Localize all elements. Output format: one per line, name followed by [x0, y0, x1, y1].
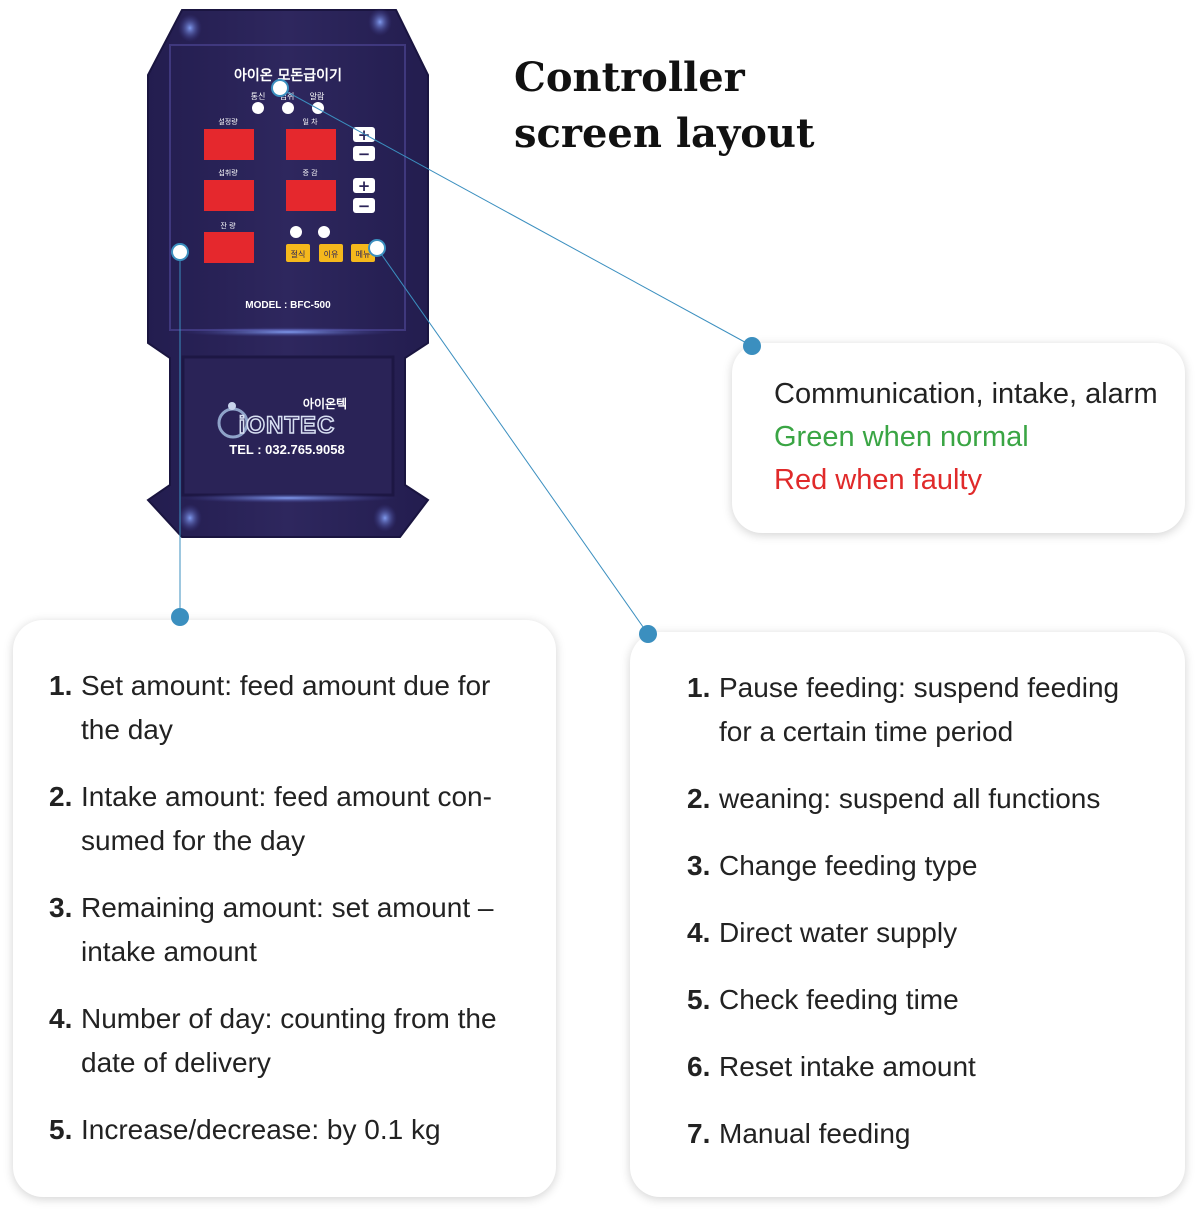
led-indicator-icon	[318, 226, 330, 238]
connector-dot-icon	[271, 79, 289, 97]
glow-mid-band	[178, 327, 398, 337]
indicator-label-alarm: 알람	[310, 91, 325, 101]
brand-korean: 아이온텍	[303, 396, 347, 411]
connector-line-indicators	[279, 87, 753, 347]
list-item-number: 2.	[687, 783, 711, 814]
weaning-label: 이유	[324, 249, 339, 259]
display-day	[286, 129, 336, 160]
led-indicator-icon	[252, 102, 264, 114]
list-item-number: 1.	[687, 672, 711, 703]
display-label-remaining: 잔 량	[220, 221, 236, 230]
led-indicator-icon	[290, 226, 302, 238]
list-item: 4. Number of day: counting from the date …	[49, 997, 523, 1085]
glow-top-right	[368, 8, 392, 36]
list-item-text: Number of day: counting from the date of…	[81, 1003, 497, 1078]
list-item: 2. weaning: suspend all functions	[687, 777, 1157, 821]
display-label-set: 설정량	[218, 117, 238, 126]
glow-top-left	[178, 14, 202, 42]
list-item-text: Check feeding time	[719, 984, 959, 1015]
list-item-number: 4.	[49, 1003, 73, 1034]
list-item: 4. Direct water supply	[687, 911, 1157, 955]
list-item-number: 6.	[687, 1051, 711, 1082]
pause-feeding-label: 절식	[291, 250, 306, 259]
list-item-number: 5.	[49, 1114, 73, 1145]
button-description-list: 1. Pause feeding: suspend feeding for a c…	[687, 666, 1157, 1179]
list-item-text: Manual feeding	[719, 1118, 911, 1149]
glow-low-band	[178, 493, 398, 503]
display-set-amount	[204, 129, 254, 160]
indicator-label-comm: 통신	[251, 92, 266, 101]
display-intake-amount	[204, 180, 254, 211]
plus-icon: +	[358, 177, 371, 195]
list-item-text: Direct water supply	[719, 917, 958, 948]
list-item-text: Change feeding type	[719, 850, 978, 881]
display-description-list: 1. Set amount: feed amount due for the da…	[49, 664, 523, 1175]
weaning-button[interactable]: 이유	[319, 244, 343, 262]
display-adjust	[286, 180, 336, 211]
display-label-adjust: 증 감	[302, 169, 318, 177]
list-item: 3. Remaining amount: set amount – intake …	[49, 886, 523, 974]
list-item: 6. Reset intake amount	[687, 1045, 1157, 1089]
brand-logo-text: iONTEC	[239, 412, 336, 439]
phone-number: TEL : 032.765.9058	[229, 442, 344, 457]
adjust-minus-button[interactable]: −	[353, 197, 375, 215]
list-item-number: 2.	[49, 781, 73, 812]
legend-line-green: Green when normal	[774, 421, 1029, 453]
indicator-label-intake: 섭취	[280, 91, 295, 101]
list-item-number: 3.	[687, 850, 711, 881]
list-item-text: Intake amount: feed amount con-sumed for…	[81, 781, 492, 856]
list-item-text: Reset intake amount	[719, 1051, 976, 1082]
product-name: 아이온 모돈급이기	[234, 67, 342, 84]
led-indicator-icon	[282, 102, 294, 114]
display-label-day: 일 차	[302, 117, 318, 126]
list-item-text: weaning: suspend all functions	[719, 783, 1101, 814]
title-line-1: Controller	[514, 54, 745, 101]
display-description-card: 1. Set amount: feed amount due for the da…	[13, 620, 556, 1197]
brand-logo-dot	[228, 402, 236, 410]
adjust-plus-button[interactable]: +	[353, 177, 375, 195]
minus-icon: −	[358, 145, 371, 163]
glow-bottom-right	[373, 504, 397, 532]
legend-line-red: Red when faulty	[774, 464, 982, 496]
list-item: 2. Intake amount: feed amount con-sumed f…	[49, 775, 523, 863]
indicator-legend-card: Communication, intake, alarm Green when …	[732, 343, 1185, 533]
list-item: 5. Check feeding time	[687, 978, 1157, 1022]
connector-dot-icon	[368, 239, 386, 257]
button-description-card: 1. Pause feeding: suspend feeding for a c…	[630, 632, 1185, 1197]
list-item-text: Remaining amount: set amount – intake am…	[81, 892, 494, 967]
list-item-number: 3.	[49, 892, 73, 923]
title-line-2: screen layout	[514, 110, 815, 157]
list-item: 1. Pause feeding: suspend feeding for a c…	[687, 666, 1157, 754]
list-item-number: 4.	[687, 917, 711, 948]
connector-line-buttons	[376, 247, 649, 635]
list-item: 5. Increase/decrease: by 0.1 kg	[49, 1108, 523, 1152]
display-remaining	[204, 232, 254, 263]
list-item-text: Set amount: feed amount due for the day	[81, 670, 491, 745]
display-label-intake: 섭취량	[218, 168, 238, 177]
page-title: Controller screen layout	[514, 50, 814, 162]
glow-bottom-left	[178, 504, 202, 532]
brand-logo: iONTEC	[217, 402, 336, 440]
list-item: 1. Set amount: feed amount due for the da…	[49, 664, 523, 752]
top-panel	[169, 44, 406, 331]
connector-dot-icon	[171, 243, 189, 261]
day-plus-button[interactable]: +	[353, 126, 375, 144]
list-item: 3. Change feeding type	[687, 844, 1157, 888]
list-item-number: 1.	[49, 670, 73, 701]
plus-icon: +	[358, 126, 371, 144]
led-indicator-icon	[312, 102, 324, 114]
legend-line-indicators: Communication, intake, alarm	[774, 378, 1158, 410]
day-minus-button[interactable]: −	[353, 145, 375, 163]
list-item-text: Pause feeding: suspend feeding for a cer…	[719, 672, 1120, 747]
list-item-number: 5.	[687, 984, 711, 1015]
minus-icon: −	[358, 197, 371, 215]
pause-feeding-button[interactable]: 절식	[286, 244, 310, 262]
list-item-text: Increase/decrease: by 0.1 kg	[81, 1114, 441, 1145]
menu-label: 메뉴	[356, 250, 371, 259]
list-item: 7. Manual feeding	[687, 1112, 1157, 1156]
model-number: MODEL : BFC-500	[245, 300, 331, 311]
list-item-number: 7.	[687, 1118, 711, 1149]
